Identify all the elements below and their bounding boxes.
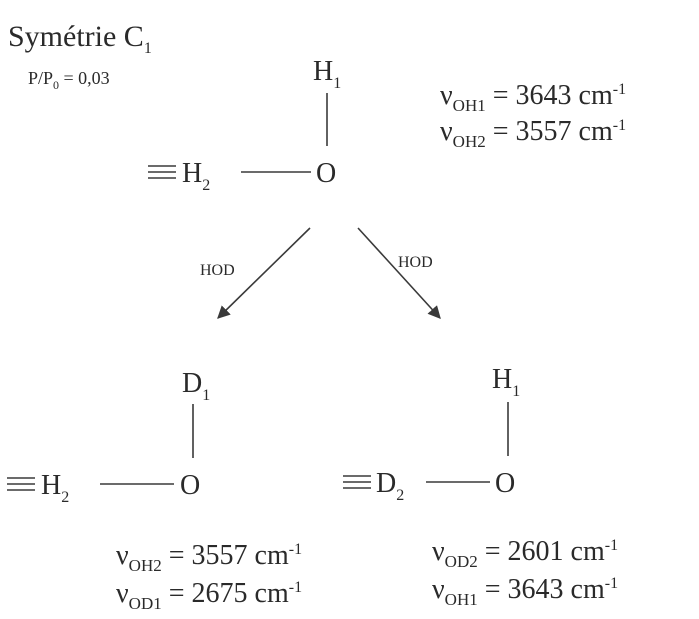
top-molecule: H1 H2 O νOH1 = 3643 cm-1 νOH2 = 3557 cm-… (148, 56, 626, 194)
right-molecule-freq-2: νOH1 = 3643 cm-1 (432, 574, 618, 609)
top-molecule-left-atom: H2 (182, 158, 210, 194)
left-molecule-center-atom: O (180, 470, 200, 501)
right-molecule-center-atom: O (495, 468, 515, 499)
left-molecule-freq-1: νOH2 = 3557 cm-1 (116, 540, 302, 575)
right-molecule-top-atom: H1 (492, 364, 520, 400)
right-molecule-left-atom: D2 (376, 468, 404, 504)
left-molecule-left-atom: H2 (41, 470, 69, 506)
left-molecule-freq-2: νOD1 = 2675 cm-1 (116, 578, 302, 613)
left-reaction-arrow (217, 227, 311, 319)
reaction-arrows: HOD HOD (200, 227, 441, 319)
top-molecule-center-atom: O (316, 158, 336, 189)
left-arrow-label: HOD (200, 262, 235, 279)
top-molecule-top-atom: H1 (313, 56, 341, 92)
symmetry-title: Symétrie C1 (8, 20, 152, 57)
top-molecule-freq-1: νOH1 = 3643 cm-1 (440, 80, 626, 115)
right-molecule: H1 D2 O νOD2 = 2601 cm-1 νOH1 = 3643 cm-… (343, 364, 618, 609)
left-molecule-top-atom: D1 (182, 368, 210, 404)
left-molecule: D1 H2 O νOH2 = 3557 cm-1 νOD1 = 2675 cm-… (7, 368, 302, 613)
right-molecule-freq-1: νOD2 = 2601 cm-1 (432, 536, 618, 571)
pressure-label: P/P0 = 0,03 (28, 68, 110, 92)
right-arrow-label: HOD (398, 254, 433, 271)
top-molecule-freq-2: νOH2 = 3557 cm-1 (440, 116, 626, 151)
right-reaction-arrow (357, 227, 441, 319)
